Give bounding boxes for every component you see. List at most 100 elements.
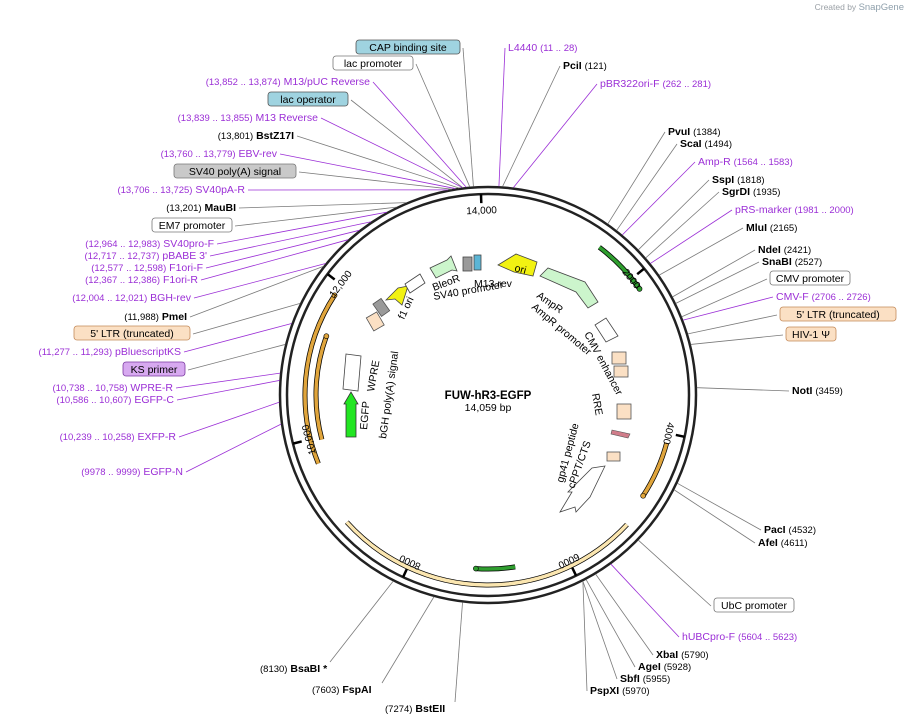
cppt-block <box>606 451 621 462</box>
label-right-12[interactable]: CMV promoter <box>769 270 851 286</box>
leader-bottom-2 <box>454 602 463 703</box>
label-left-13[interactable]: (12,577 .. 12,598) F1ori-F <box>91 262 203 274</box>
label-right-14[interactable]: 5' LTR (truncated) <box>779 306 897 322</box>
label-bottom-1[interactable]: (7603) FspAI <box>312 684 372 696</box>
label-right-2[interactable]: pBR322ori-F (262 .. 281) <box>600 78 711 90</box>
label-pos: (4532) <box>789 525 816 536</box>
label-right-22[interactable]: AgeI (5928) <box>638 661 691 673</box>
label-pos: (3459) <box>815 386 842 397</box>
label-pos: (8130) <box>260 664 287 675</box>
leader-left-2 <box>372 81 467 188</box>
backbone-outer <box>278 185 698 605</box>
label-left-5[interactable]: (13,801) BstZ17I <box>218 130 294 142</box>
small-feature-1 <box>365 311 385 332</box>
label-text: ScaI (1494) <box>680 138 732 150</box>
leader-left-5 <box>296 135 460 189</box>
label-right-11[interactable]: SnaBI (2527) <box>762 256 822 268</box>
inner-features <box>342 253 632 513</box>
label-name: FspAI <box>342 684 371 696</box>
label-right-5[interactable]: Amp-R (1564 .. 1583) <box>698 156 793 168</box>
label-right-10[interactable]: NdeI (2421) <box>758 244 811 256</box>
label-right-13[interactable]: CMV-F (2706 .. 2726) <box>776 291 871 303</box>
arc-lentiviral-head <box>331 292 338 299</box>
label-right-15[interactable]: HIV-1 Ψ <box>785 326 837 342</box>
label-text: (10,738 .. 10,758) WPRE-R <box>52 382 173 394</box>
label-name: CAP binding site <box>369 42 447 54</box>
label-left-1[interactable]: lac promoter <box>332 55 414 71</box>
label-left-9[interactable]: (13,201) MauBI <box>166 202 236 214</box>
leader-right-9 <box>659 227 744 276</box>
label-left-19[interactable]: KS primer <box>122 361 186 377</box>
label-right-1[interactable]: PciI (121) <box>563 60 607 72</box>
label-left-18[interactable]: (11,277 .. 11,293) pBluescriptKS <box>39 346 181 358</box>
leader-left-19 <box>187 344 286 371</box>
label-right-18[interactable]: AfeI (4611) <box>758 537 808 549</box>
label-name: PspXI <box>590 685 619 697</box>
leader-right-19 <box>638 539 712 607</box>
label-right-24[interactable]: PspXI (5970) <box>590 685 650 697</box>
label-right-20[interactable]: hUBCpro-F (5604 .. 5623) <box>682 631 797 643</box>
leader-right-22 <box>585 579 636 668</box>
label-box <box>151 217 233 233</box>
label-right-4[interactable]: ScaI (1494) <box>680 138 732 150</box>
label-name: WPRE-R <box>130 382 173 394</box>
label-left-21[interactable]: (10,586 .. 10,607) EGFP-C <box>56 394 174 406</box>
label-pos: (1494) <box>705 139 732 150</box>
label-name: M13 Reverse <box>256 112 319 124</box>
label-left-7[interactable]: SV40 poly(A) signal <box>173 163 297 179</box>
leader-right-15 <box>690 334 784 345</box>
leader-right-14 <box>687 314 778 335</box>
label-left-17[interactable]: 5' LTR (truncated) <box>73 325 191 341</box>
label-right-19[interactable]: UbC promoter <box>713 597 795 613</box>
label-left-8[interactable]: (13,706 .. 13,725) SV40pA-R <box>117 184 245 196</box>
label-text: PvuI (1384) <box>668 126 721 138</box>
label-text: SgrDI (1935) <box>722 186 780 198</box>
label-text: XbaI (5790) <box>656 649 709 661</box>
ori-arrow <box>497 253 538 277</box>
label-text: (13,201) MauBI <box>166 202 236 214</box>
label-left-2[interactable]: (13,852 .. 13,874) M13/pUC Reverse <box>206 76 370 88</box>
label-right-6[interactable]: SspI (1818) <box>712 174 765 186</box>
label-right-8[interactable]: pRS-marker (1981 .. 2000) <box>735 204 854 216</box>
feat-egfp: EGFP <box>358 401 372 431</box>
tick-1 <box>675 433 685 439</box>
leader-right-5 <box>622 161 696 236</box>
label-bottom-2[interactable]: (7274) BstEII <box>385 703 445 715</box>
label-left-11[interactable]: (12,964 .. 12,983) SV40pro-F <box>85 238 214 250</box>
label-left-6[interactable]: (13,760 .. 13,779) EBV-rev <box>161 148 278 160</box>
leader-right-6 <box>638 179 710 251</box>
label-pos: (13,839 .. 13,855) <box>178 113 253 124</box>
label-bottom-0[interactable]: (8130) BsaBI * <box>260 663 328 675</box>
label-left-16[interactable]: (11,988) PmeI <box>124 311 187 323</box>
label-right-21[interactable]: XbaI (5790) <box>656 649 709 661</box>
label-right-23[interactable]: SbfI (5955) <box>620 673 670 685</box>
label-left-14[interactable]: (12,367 .. 12,386) F1ori-R <box>85 274 198 286</box>
label-text: (12,964 .. 12,983) SV40pro-F <box>85 238 214 250</box>
label-left-23[interactable]: (9978 .. 9999) EGFP-N <box>81 466 183 478</box>
label-right-3[interactable]: PvuI (1384) <box>668 126 721 138</box>
leader-right-20 <box>610 563 680 638</box>
label-right-16[interactable]: NotI (3459) <box>792 385 843 397</box>
label-right-17[interactable]: PacI (4532) <box>764 524 816 536</box>
label-name: BstZ17I <box>256 130 294 142</box>
leader-bottom-0 <box>329 580 394 663</box>
label-name: M13/pUC Reverse <box>284 76 371 88</box>
label-right-0[interactable]: L4440 (11 .. 28) <box>508 42 577 54</box>
label-left-10[interactable]: EM7 promoter <box>151 217 233 233</box>
label-left-22[interactable]: (10,239 .. 10,258) EXFP-R <box>60 431 177 443</box>
label-right-7[interactable]: SgrDI (1935) <box>722 186 780 198</box>
label-left-15[interactable]: (12,004 .. 12,021) BGH-rev <box>72 292 192 304</box>
label-pos: (7274) <box>385 704 412 715</box>
label-left-0[interactable]: CAP binding site <box>355 39 461 55</box>
tick-3 <box>401 568 408 578</box>
label-left-4[interactable]: (13,839 .. 13,855) M13 Reverse <box>178 112 319 124</box>
label-right-9[interactable]: MluI (2165) <box>746 222 797 234</box>
label-left-20[interactable]: (10,738 .. 10,758) WPRE-R <box>52 382 173 394</box>
label-name: pBABE 3' <box>162 250 207 262</box>
leader-right-11 <box>675 261 760 304</box>
leader-right-24 <box>582 581 588 692</box>
label-text: (7603) FspAI <box>312 684 372 696</box>
label-left-12[interactable]: (12,717 .. 12,737) pBABE 3' <box>84 250 207 262</box>
wpre-block <box>342 353 362 392</box>
label-left-3[interactable]: lac operator <box>267 91 349 107</box>
